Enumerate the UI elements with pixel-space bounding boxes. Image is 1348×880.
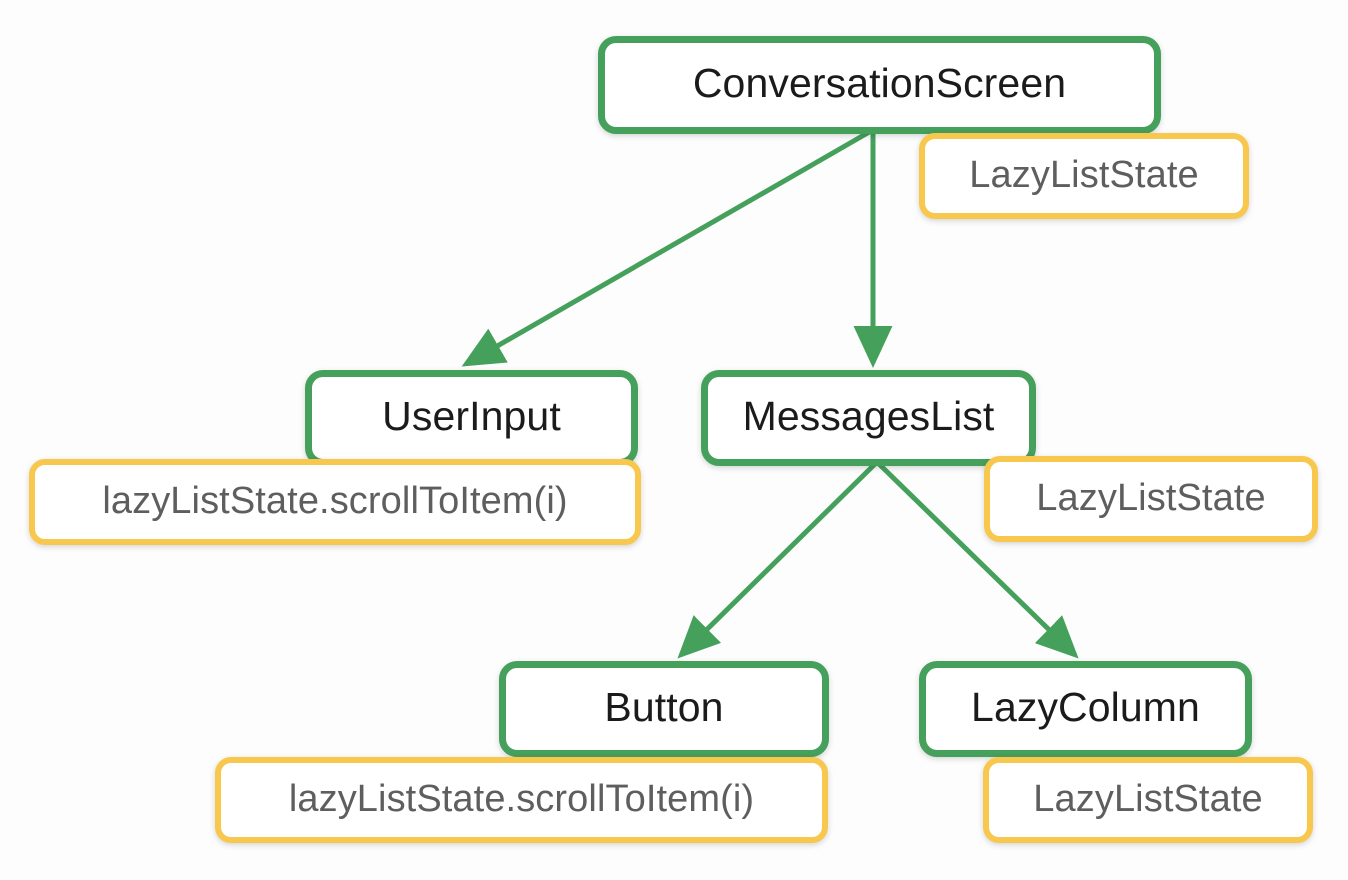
state-badge-messages-list[interactable]: LazyListState [984,456,1318,542]
state-badge-label: lazyListState.scrollToItem(i) [288,777,755,820]
state-badge-user-input[interactable]: lazyListState.scrollToItem(i) [29,459,641,545]
state-badge-label: LazyListState [1036,476,1266,519]
state-badge-label: LazyListState [969,153,1199,196]
node-label: LazyColumn [971,684,1200,730]
state-badge-label: LazyListState [1033,777,1263,820]
state-badge-button[interactable]: lazyListState.scrollToItem(i) [215,757,828,843]
node-user-input[interactable]: UserInput [305,370,638,466]
node-label: MessagesList [742,393,995,439]
node-lazy-column[interactable]: LazyColumn [919,661,1252,757]
node-conversation-screen[interactable]: ConversationScreen [598,36,1161,134]
edge-conversationscreen-userinput [461,128,873,367]
node-label: UserInput [382,393,561,439]
state-badge-label: lazyListState.scrollToItem(i) [102,479,568,522]
node-messages-list[interactable]: MessagesList [701,370,1036,466]
edge-messageslist-button [677,461,878,659]
state-badge-lazy-column[interactable]: LazyListState [983,757,1313,843]
state-badge-conversation-screen[interactable]: LazyListState [919,133,1249,219]
node-label: Button [604,684,724,730]
node-button[interactable]: Button [499,661,829,757]
node-label: ConversationScreen [692,60,1067,106]
